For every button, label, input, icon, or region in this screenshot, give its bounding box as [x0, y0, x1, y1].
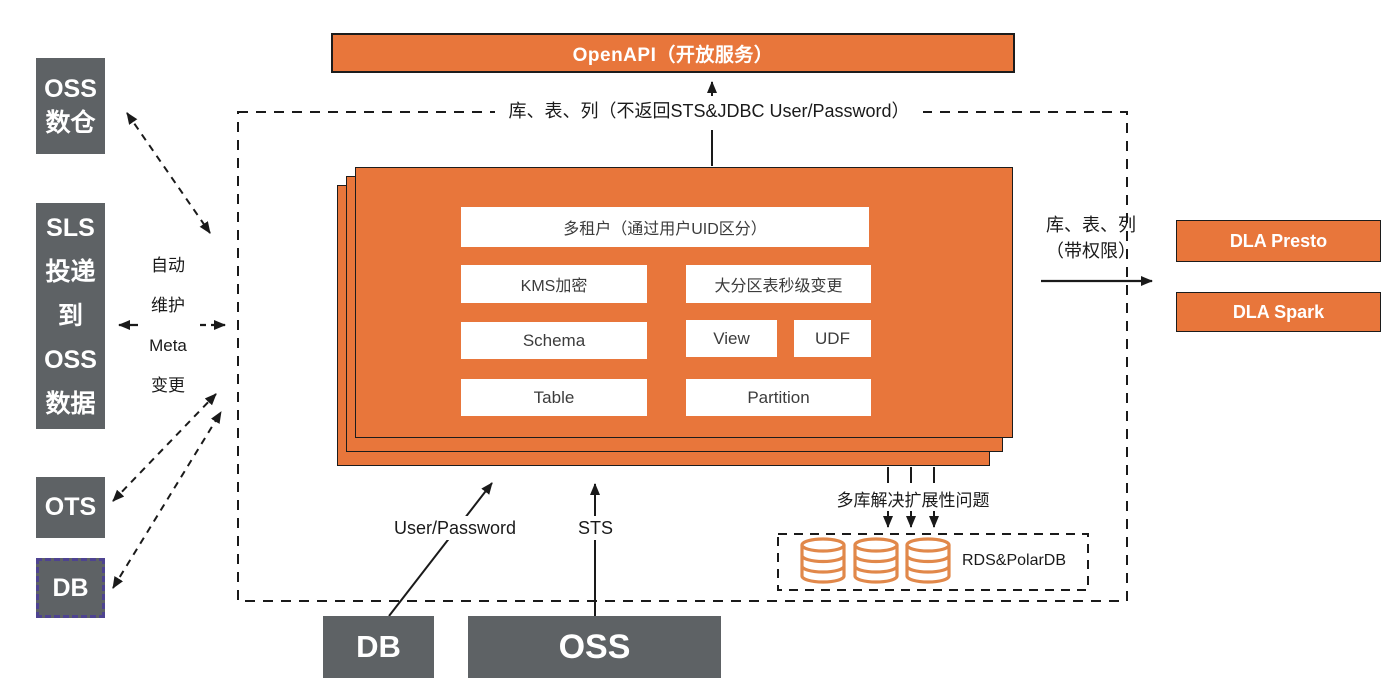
- partition-change-box: 大分区表秒级变更: [686, 265, 871, 303]
- openapi-banner: OpenAPI（开放服务）: [331, 33, 1015, 73]
- view-box: View: [686, 320, 777, 357]
- dashed-arrow-ots: [112, 393, 217, 502]
- ots-box: OTS: [36, 477, 105, 538]
- db-bottom-box: DB: [323, 616, 434, 678]
- kms-box: KMS加密: [461, 265, 647, 303]
- dashed-arrow-oss-warehouse: [126, 112, 211, 234]
- multi-db-note: 多库解决扩展性问题: [824, 486, 1002, 511]
- permission-label: 库、表、列 （带权限）: [1046, 215, 1136, 261]
- oss-warehouse-box: OSS 数仓: [36, 58, 105, 154]
- user-password-label: User/Password: [388, 516, 523, 540]
- top-boundary-label: 库、表、列（不返回STS&JDBC User/Password）: [495, 99, 923, 123]
- sls-delivery-box: SLS 投递 到 OSS 数据: [36, 203, 105, 429]
- dla-presto-box: DLA Presto: [1176, 220, 1381, 262]
- tenant-box: 多租户（通过用户UID区分）: [461, 207, 869, 247]
- arrow-user-password: [388, 482, 493, 617]
- udf-box: UDF: [794, 320, 871, 357]
- auto-meta-note: 自动 维护 Meta 变更: [149, 256, 187, 395]
- db-left-box: DB: [36, 558, 105, 618]
- sts-label: STS: [572, 516, 620, 540]
- dashed-boundary: [237, 111, 1128, 602]
- openapi-banner-label: OpenAPI（开放服务）: [572, 44, 774, 66]
- meta-stack-card-front: 多租户（通过用户UID区分） KMS加密 大分区表秒级变更 Schema Vie…: [355, 167, 1013, 438]
- dla-spark-box: DLA Spark: [1176, 292, 1381, 332]
- schema-box: Schema: [461, 322, 647, 359]
- database-icon: [800, 537, 951, 584]
- dashed-arrow-db: [112, 411, 222, 589]
- rds-polardb-label: RDS&PolarDB: [962, 552, 1067, 569]
- partition-box: Partition: [686, 379, 871, 416]
- database-icon: [853, 537, 899, 584]
- rds-dashed-box: [777, 533, 1089, 591]
- table-box: Table: [461, 379, 647, 416]
- database-icon: [905, 537, 951, 584]
- oss-bottom-box: OSS: [468, 616, 721, 678]
